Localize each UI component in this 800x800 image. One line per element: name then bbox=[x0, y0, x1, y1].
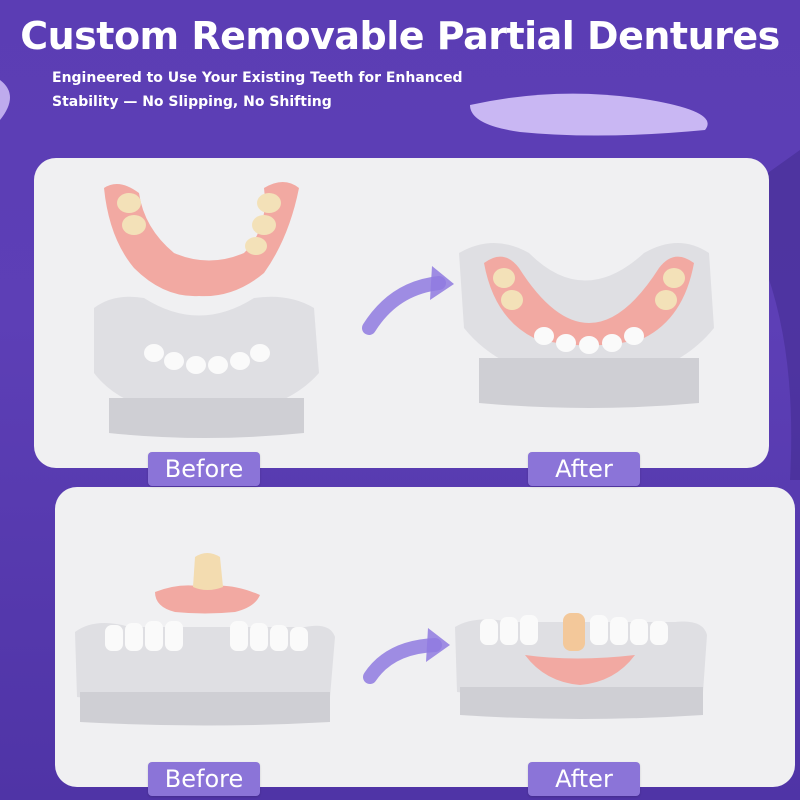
dental-model-after bbox=[459, 243, 714, 408]
dental-model-before bbox=[94, 296, 319, 438]
page-title: Custom Removable Partial Dentures bbox=[20, 14, 780, 58]
comparison-panel-upper bbox=[34, 158, 769, 468]
before-label-lower: Before bbox=[148, 762, 260, 796]
single-tooth-denture-image bbox=[155, 553, 260, 614]
lower-denture-illustration bbox=[75, 553, 707, 726]
page-subtitle: Engineered to Use Your Existing Teeth fo… bbox=[52, 70, 463, 110]
upper-denture-illustration bbox=[94, 182, 714, 438]
partial-denture-image bbox=[104, 182, 299, 297]
after-label-lower: After bbox=[528, 762, 640, 796]
comparison-panel-lower bbox=[55, 487, 795, 787]
before-after-arrow-lower bbox=[363, 628, 450, 684]
dental-model-after-lower bbox=[455, 613, 707, 719]
before-label-upper: Before bbox=[148, 452, 260, 486]
after-label-upper: After bbox=[528, 452, 640, 486]
dental-model-before-lower bbox=[75, 621, 335, 726]
before-after-arrow bbox=[362, 266, 454, 335]
